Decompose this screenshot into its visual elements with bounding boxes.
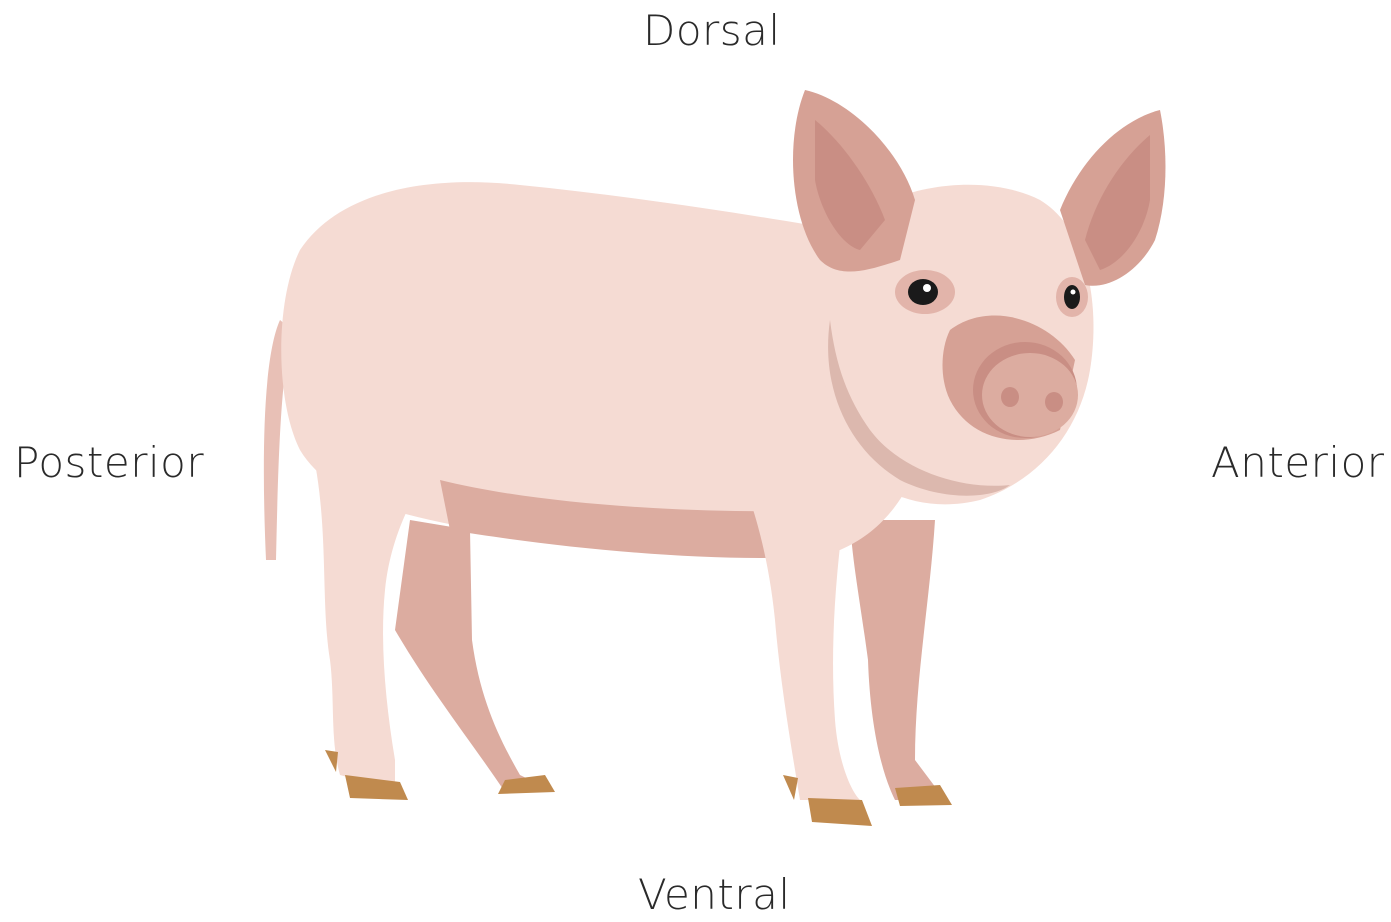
snout-tip (982, 353, 1078, 437)
hoof (808, 798, 872, 826)
left-eye (908, 279, 938, 305)
hoof (783, 775, 798, 800)
back-far-leg (395, 520, 550, 792)
right-eye (1064, 285, 1080, 309)
nostril (1001, 387, 1019, 407)
front-far-leg (850, 520, 945, 800)
nostril (1045, 392, 1063, 412)
hoof (325, 750, 338, 772)
hoof (895, 785, 952, 806)
